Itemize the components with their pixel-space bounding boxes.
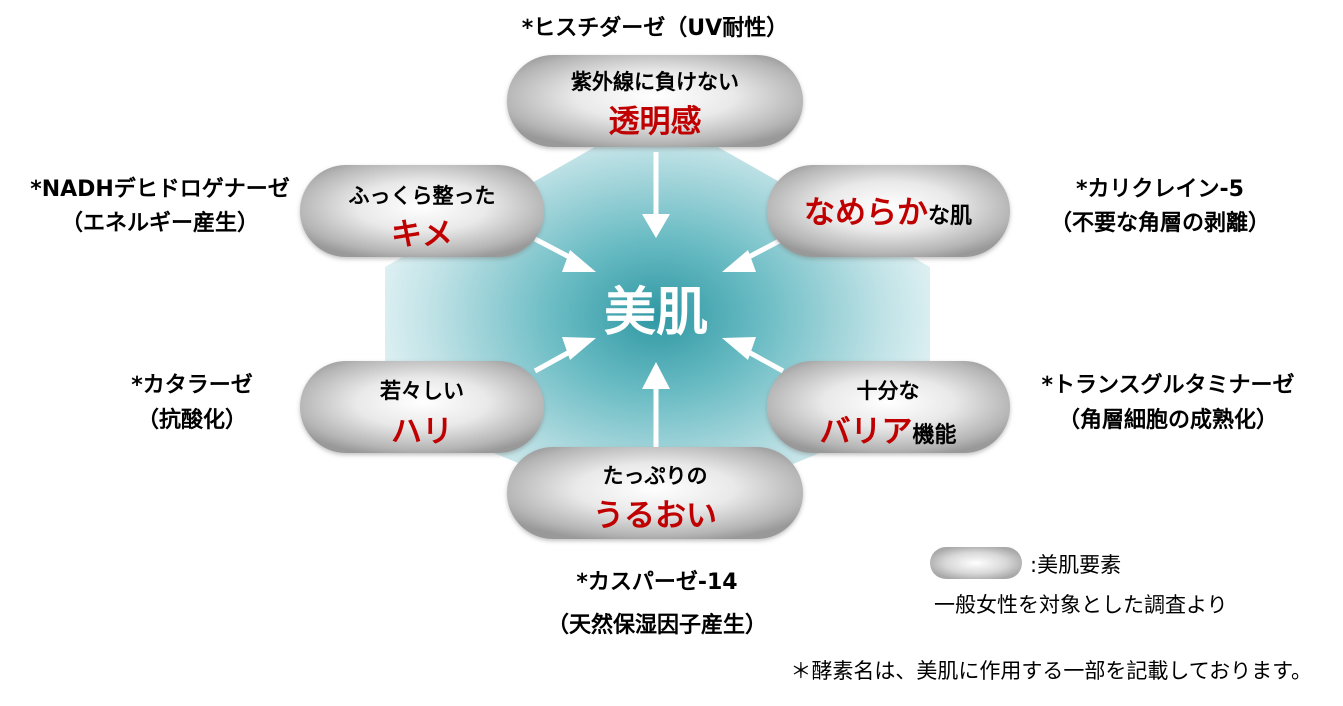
arrow-from-lower-left bbox=[533, 337, 596, 374]
enzyme-lower-left-line2: （抗酸化） bbox=[137, 407, 247, 433]
element-pill-upper-left: ふっくら整った キメ bbox=[300, 165, 544, 257]
element-pill-top: 紫外線に負けない 透明感 bbox=[507, 55, 803, 147]
arrow-from-lower-right bbox=[722, 337, 785, 374]
enzyme-upper-left-line1: *NADHデヒドロゲナーゼ bbox=[30, 176, 290, 202]
element-upper-right-text: なめらかな肌 bbox=[804, 195, 972, 231]
enzyme-upper-right-line2: （不要な角層の剥離） bbox=[1050, 210, 1270, 236]
enzyme-bottom-line2: （天然保湿因子産生） bbox=[547, 612, 767, 638]
element-lower-right-line2: バリア機能 bbox=[819, 414, 956, 450]
enzyme-top-line1: *ヒスチダーゼ（UV耐性） bbox=[522, 15, 788, 41]
element-top-line2: 透明感 bbox=[609, 104, 702, 140]
arrow-from-bottom bbox=[642, 362, 670, 448]
enzyme-bottom-line1: *カスパーゼ-14 bbox=[576, 570, 737, 595]
legend: :美肌要素 一般女性を対象とした調査より bbox=[930, 547, 1228, 617]
legend-label: :美肌要素 bbox=[1030, 553, 1121, 577]
element-upper-left-line2: キメ bbox=[391, 217, 453, 253]
footnote: ＊酵素名は、美肌に作用する一部を記載しております。 bbox=[790, 659, 1312, 683]
center-label: 美肌 bbox=[604, 283, 708, 343]
element-pill-bottom: たっぷりの うるおい bbox=[507, 447, 803, 539]
element-bottom-line1: たっぷりの bbox=[603, 464, 708, 488]
element-upper-right-accent: なめらか bbox=[804, 195, 928, 231]
element-upper-left-line1: ふっくら整った bbox=[349, 184, 496, 208]
element-lower-right-line1: 十分な bbox=[857, 379, 920, 403]
element-upper-right-rest: な肌 bbox=[928, 204, 972, 229]
enzyme-upper-right-line1: *カリクレイン-5 bbox=[1076, 177, 1244, 202]
arrow-from-top bbox=[642, 152, 670, 238]
element-lower-right-accent: バリア bbox=[819, 414, 912, 450]
arrow-from-upper-right bbox=[722, 236, 785, 272]
legend-swatch bbox=[930, 547, 1022, 579]
arrow-from-upper-left bbox=[533, 236, 596, 272]
legend-note: 一般女性を対象とした調査より bbox=[934, 593, 1228, 617]
enzyme-upper-left-line2: （エネルギー産生） bbox=[61, 210, 259, 236]
element-top-line1: 紫外線に負けない bbox=[571, 70, 739, 94]
enzyme-lower-right-line2: （角層細胞の成熟化） bbox=[1058, 407, 1278, 433]
element-lower-left-line2: ハリ bbox=[391, 414, 453, 450]
enzyme-lower-right-line1: *トランスグルタミナーゼ bbox=[1041, 372, 1294, 398]
element-bottom-line2: うるおい bbox=[593, 498, 717, 534]
element-pill-lower-right: 十分な バリア機能 bbox=[767, 361, 1010, 453]
element-lower-right-rest: 機能 bbox=[912, 422, 956, 448]
element-pill-upper-right: なめらかな肌 bbox=[767, 165, 1010, 257]
arrows bbox=[533, 152, 785, 448]
element-pill-lower-left: 若々しい ハリ bbox=[300, 361, 544, 453]
enzyme-lower-left-line1: *カタラーゼ bbox=[131, 373, 253, 398]
element-lower-left-line1: 若々しい bbox=[379, 379, 464, 403]
